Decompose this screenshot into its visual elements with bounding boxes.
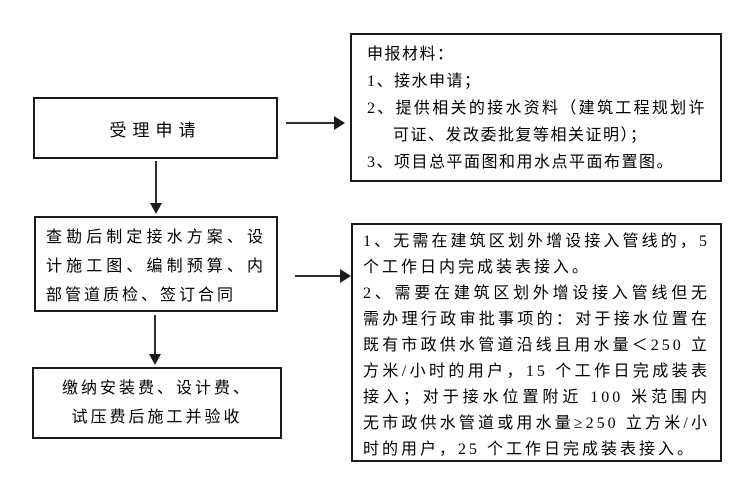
- arrow-step2-to-step3-line: [154, 315, 156, 355]
- step-pay-construct-accept-label: 缴纳安装费、设计费、试压费后施工并验收: [61, 380, 252, 426]
- note-materials-item-3: 3、项目总平面图和用水点平面布置图。: [367, 154, 675, 171]
- note-timelines-item-2: 2、需要在建筑区划外增设接入管线但无需办理行政审批事项的：对于接水位置在既有市政…: [363, 285, 710, 458]
- note-materials-item-2: 2、提供相关的接水资料（建筑工程规划许可证、发改委批复等相关证明）；: [367, 100, 706, 144]
- step-accept-application-label: 受理申请: [109, 120, 202, 140]
- step-pay-construct-accept: 缴纳安装费、设计费、试压费后施工并验收: [32, 367, 282, 439]
- arrow-step1-to-materials-head-icon: [334, 116, 345, 130]
- arrow-step1-to-step2-head-icon: [150, 203, 162, 214]
- note-connection-timelines: 1、无需在建筑区划外增设接入管线的，5 个工作日内完成装表接入。 2、需要在建筑…: [351, 223, 722, 462]
- note-application-materials: 申报材料： 1、接水申请； 2、提供相关的接水资料（建筑工程规划许可证、发改委批…: [350, 33, 722, 182]
- step-survey-design-contract-label: 查勘后制定接水方案、设计施工图、编制预算、内部管道质检、签订合同: [46, 229, 266, 304]
- arrow-step2-to-step3-head-icon: [149, 354, 161, 365]
- note-materials-item-1: 1、接水申请；: [367, 73, 482, 90]
- step-accept-application: 受理申请: [33, 97, 278, 159]
- note-timelines-item-1: 1、无需在建筑区划外增设接入管线的，5 个工作日内完成装表接入。: [363, 233, 710, 276]
- step-survey-design-contract: 查勘后制定接水方案、设计施工图、编制预算、内部管道质检、签订合同: [34, 216, 278, 312]
- arrow-step2-to-timelines-line: [295, 275, 340, 277]
- arrow-step1-to-materials-line: [286, 122, 334, 124]
- arrow-step2-to-timelines-head-icon: [340, 269, 351, 283]
- note-materials-title: 申报材料：: [367, 46, 455, 63]
- arrow-step1-to-step2-line: [155, 161, 157, 204]
